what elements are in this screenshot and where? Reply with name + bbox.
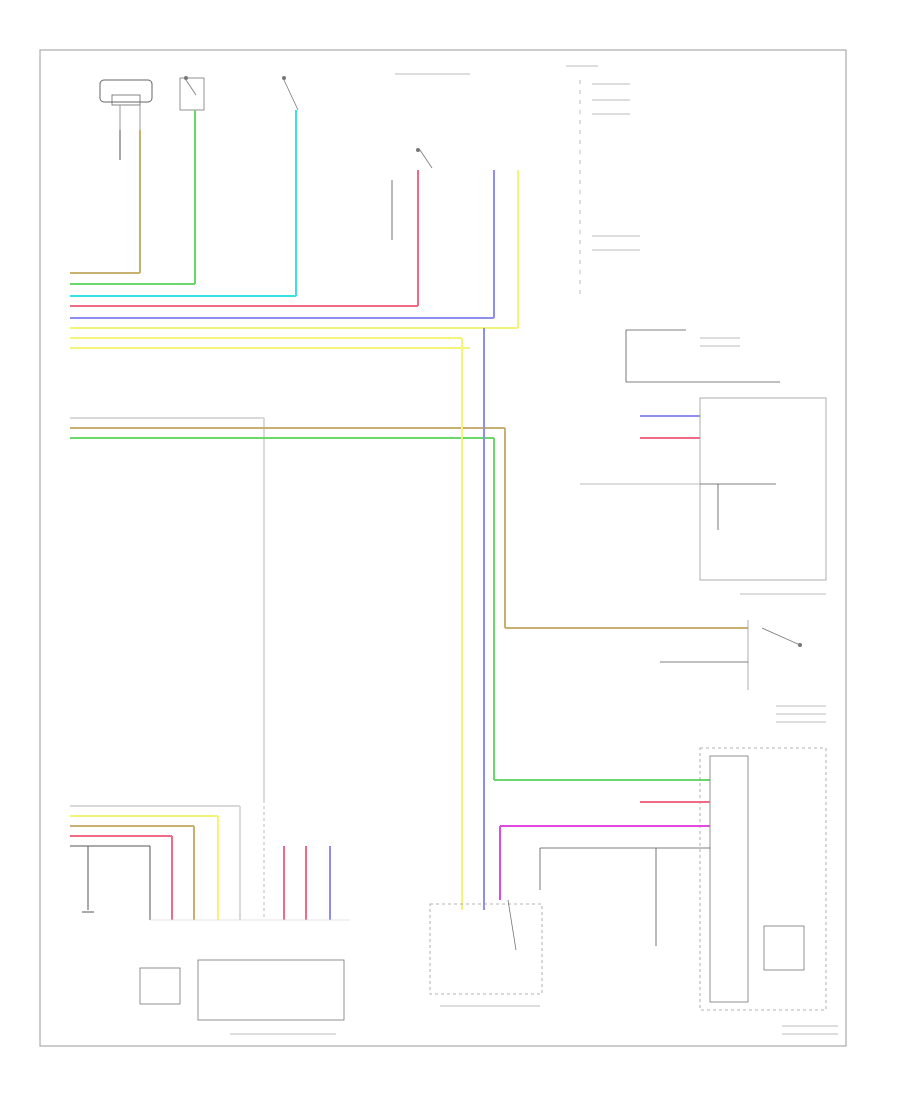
bottom-switch-block — [429, 903, 543, 995]
meter-connector — [709, 755, 749, 1003]
meter-indicator — [763, 925, 805, 971]
top-switch-2 — [282, 76, 299, 111]
diagram-frame — [39, 49, 847, 1047]
combination-meter — [699, 747, 827, 1011]
bottom-connector-block — [197, 959, 345, 1021]
power-control-module — [699, 397, 827, 581]
label-marks — [230, 65, 838, 1035]
bottom-connector-1 — [139, 967, 181, 1005]
right-switch — [747, 620, 802, 690]
top-switch-1 — [179, 76, 205, 111]
top-left-connector — [99, 79, 153, 130]
top-switch-3 — [416, 148, 433, 169]
bottom-switch-lever — [507, 899, 517, 951]
